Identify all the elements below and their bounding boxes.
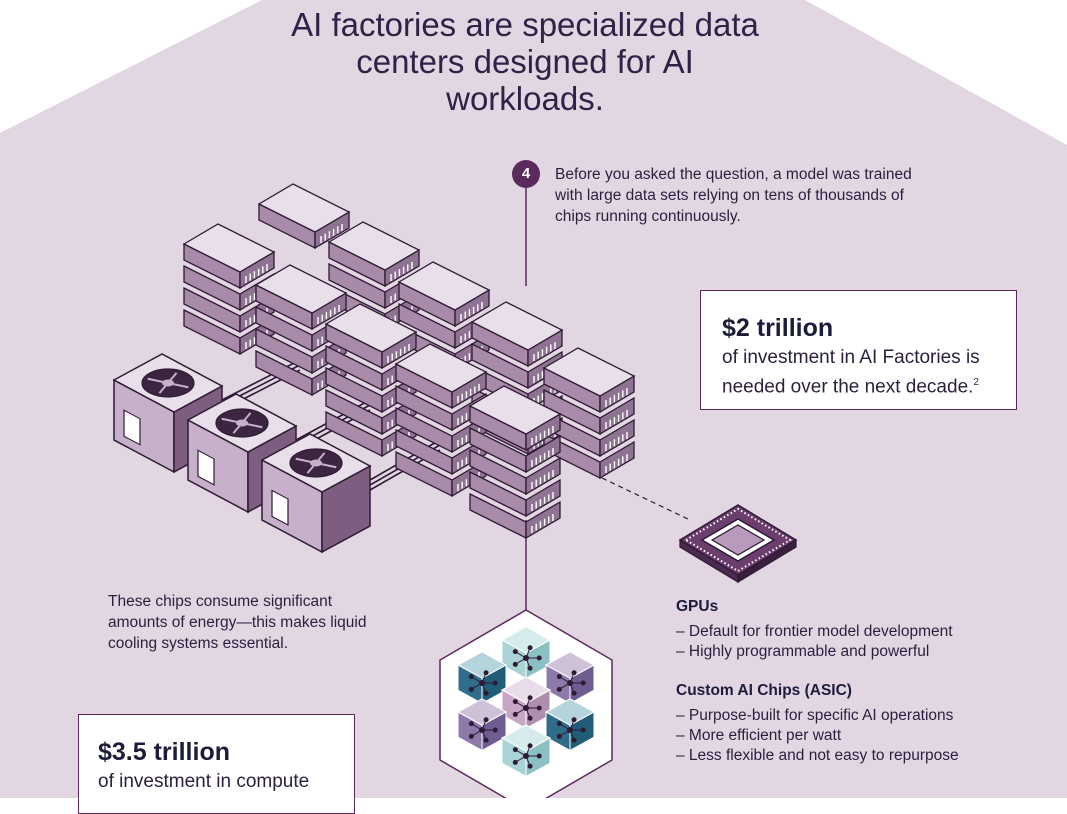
gpus-section: GPUs – Default for frontier model develo… [676,597,1036,662]
chip-cluster-hexagon [439,609,613,798]
cooling-units [112,353,372,554]
stat-value: $2 trillion [722,314,834,342]
step-number-badge: 4 [512,160,540,188]
gpus-heading: GPUs [676,598,719,615]
asic-section: Custom AI Chips (ASIC) – Purpose-built f… [676,681,1036,766]
asic-heading: Custom AI Chips (ASIC) [676,682,852,699]
chip-cube [544,698,596,752]
energy-note: These chips consume significant amounts … [108,593,367,652]
leader-line-chip [601,477,691,521]
asic-list: – Purpose-built for specific AI operatio… [676,706,1036,766]
list-item: – More efficient per watt [676,727,842,744]
stat-description: of investment in AI Factories is needed … [722,345,996,399]
chip-cube [544,651,596,705]
list-item: – Highly programmable and powerful [676,643,930,660]
server-stack [394,343,488,498]
gpus-list: – Default for frontier model development… [676,622,1036,662]
server-stack [257,183,351,250]
page-title: AI factories are specialized data center… [291,6,759,117]
list-item: – Purpose-built for specific AI operatio… [676,707,954,724]
server-stack [468,385,562,540]
stat-box-investment-ai-factories: $2 trillion of investment in AI Factorie… [700,290,1017,410]
cooling-unit [260,433,372,554]
stat-description: of investment in compute [98,771,310,792]
chip-cube [456,698,508,752]
chip-icon [678,504,798,584]
server-racks [182,183,636,540]
stat-box-investment-compute: $3.5 trillion of investment in compute [78,714,355,814]
step-description: Before you asked the question, a model w… [555,166,912,225]
chip-cube [500,626,552,680]
stat-description-text: of investment in AI Factories is needed … [722,347,980,398]
chip-cube [500,724,552,778]
list-item: – Less flexible and not easy to repurpos… [676,747,959,764]
stat-value: $3.5 trillion [98,738,230,766]
chip-cube [500,676,552,730]
chip-cube [456,651,508,705]
list-item: – Default for frontier model development [676,623,953,640]
footnote-marker: 2 [973,377,979,388]
